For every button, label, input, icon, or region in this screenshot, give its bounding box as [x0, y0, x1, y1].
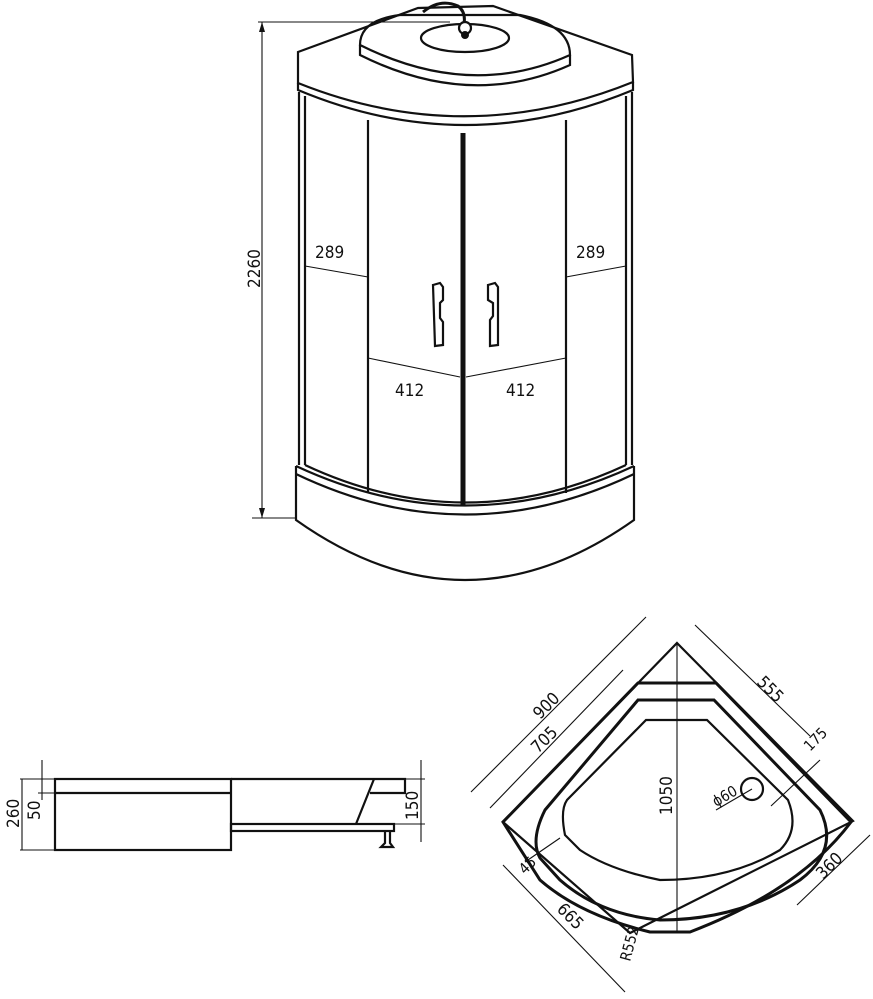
dim-inner-side: 705: [527, 723, 562, 758]
dim-tray-depth: 150: [403, 791, 423, 820]
dim-drain-diameter: ϕ60: [709, 782, 741, 811]
dim-door-left: 412: [395, 381, 424, 401]
front-view: 289 289 412 412 2260: [245, 1, 636, 582]
dim-side-left: 289: [315, 243, 344, 263]
dim-drain-offset: 175: [800, 724, 831, 755]
top-view: 900 705 1050 555 175 ϕ60 45 665 R552 360: [470, 616, 871, 993]
dim-radius: R552: [616, 924, 642, 963]
dim-height: 2260: [245, 249, 265, 288]
side-view: 260 50 150: [4, 760, 425, 852]
dim-diagonal: 1050: [657, 776, 677, 815]
dim-edge-to-drain: 555: [752, 672, 787, 707]
dim-side-length: 900: [529, 689, 564, 724]
dim-tray-height: 260: [4, 799, 24, 828]
dim-rim-height: 50: [25, 801, 45, 820]
dim-straight-length: 665: [552, 899, 587, 934]
dim-side-right: 289: [576, 243, 605, 263]
dim-arc-offset: 360: [812, 849, 847, 884]
dim-door-right: 412: [506, 381, 535, 401]
